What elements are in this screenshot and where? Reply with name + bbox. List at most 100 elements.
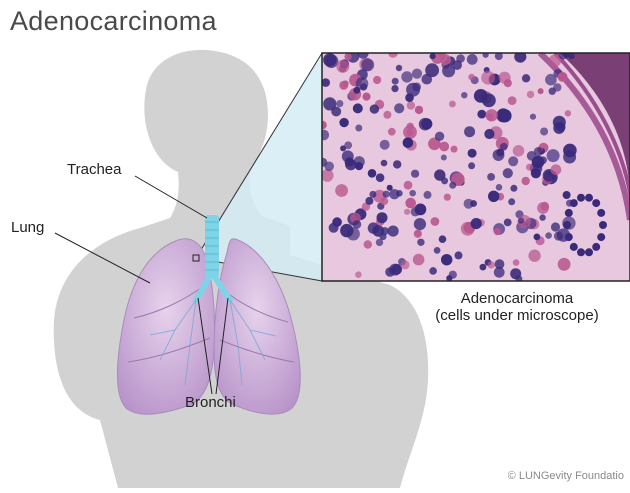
cell	[431, 217, 440, 226]
cell	[344, 53, 351, 60]
cell	[401, 260, 410, 269]
cell	[482, 94, 496, 108]
cell	[484, 129, 494, 139]
cell	[504, 219, 512, 227]
cell	[323, 97, 336, 110]
cell	[534, 234, 541, 241]
cell	[411, 207, 420, 216]
cell	[558, 258, 571, 271]
cell	[527, 91, 534, 98]
cell	[522, 177, 530, 185]
cell	[353, 103, 363, 113]
cell	[503, 168, 513, 178]
cell	[545, 74, 557, 86]
cell	[540, 128, 548, 136]
cell	[547, 149, 560, 162]
cell	[325, 54, 339, 68]
cell	[388, 226, 399, 237]
cell	[526, 164, 533, 171]
cell	[394, 103, 404, 113]
cell	[452, 60, 462, 70]
gland-cell	[592, 199, 600, 207]
cell	[481, 71, 495, 85]
cell	[336, 60, 349, 73]
cell	[435, 132, 444, 141]
cell	[441, 254, 452, 265]
cell	[513, 145, 525, 157]
cell	[405, 198, 416, 209]
cell	[355, 125, 362, 132]
cell	[329, 223, 339, 233]
cell	[468, 74, 475, 81]
cell	[510, 185, 517, 192]
cell	[539, 214, 545, 220]
cell	[434, 247, 441, 254]
cell	[534, 147, 543, 156]
cell	[424, 191, 432, 199]
cell	[365, 197, 373, 205]
microscope-panel	[318, 48, 630, 283]
cell	[508, 198, 515, 205]
cell	[449, 101, 456, 108]
cell	[518, 218, 524, 224]
cell	[383, 191, 390, 198]
cell	[551, 222, 560, 231]
cell	[404, 209, 410, 215]
cell	[496, 184, 503, 191]
cell	[381, 160, 388, 167]
cell	[406, 83, 420, 97]
cell	[449, 182, 456, 189]
cell	[467, 54, 478, 65]
gland-cell	[563, 221, 571, 229]
cell	[538, 88, 544, 94]
cell	[532, 156, 545, 169]
cell	[377, 212, 388, 223]
cell	[449, 271, 457, 279]
cell	[537, 202, 549, 214]
cell	[336, 100, 343, 107]
gland-cell	[577, 194, 585, 202]
cell	[364, 240, 372, 248]
gland-cell	[597, 209, 605, 217]
bronchi-label: Bronchi	[185, 394, 236, 411]
gland-cell	[565, 209, 573, 217]
cell	[361, 58, 374, 71]
cell	[464, 126, 475, 137]
cell	[388, 128, 396, 136]
cell	[421, 118, 432, 129]
cell	[414, 230, 422, 238]
cell	[510, 268, 521, 279]
lung-label: Lung	[11, 219, 44, 236]
cell	[470, 200, 477, 207]
cell	[422, 74, 433, 85]
cell	[531, 168, 541, 178]
cell	[563, 191, 571, 199]
cell	[340, 145, 346, 151]
cell	[455, 251, 463, 259]
gland-cell	[597, 233, 605, 241]
cell	[321, 169, 334, 182]
cell	[403, 125, 417, 139]
cell	[429, 267, 437, 275]
cell	[368, 222, 379, 233]
cell	[415, 106, 423, 114]
cell	[373, 76, 381, 84]
cell	[439, 235, 447, 243]
cell	[496, 108, 510, 122]
cell	[391, 85, 398, 92]
cell	[494, 228, 502, 236]
cell	[392, 78, 399, 85]
cell	[339, 118, 348, 127]
cell	[530, 114, 536, 120]
cell	[413, 254, 425, 266]
cell	[417, 239, 424, 246]
cell	[444, 194, 451, 201]
cell	[513, 259, 520, 266]
cell	[461, 92, 467, 98]
cell	[370, 104, 379, 113]
cell	[480, 264, 487, 271]
gland-cell	[577, 248, 585, 256]
cell	[528, 250, 540, 262]
cell	[412, 69, 422, 79]
cell	[441, 155, 447, 161]
